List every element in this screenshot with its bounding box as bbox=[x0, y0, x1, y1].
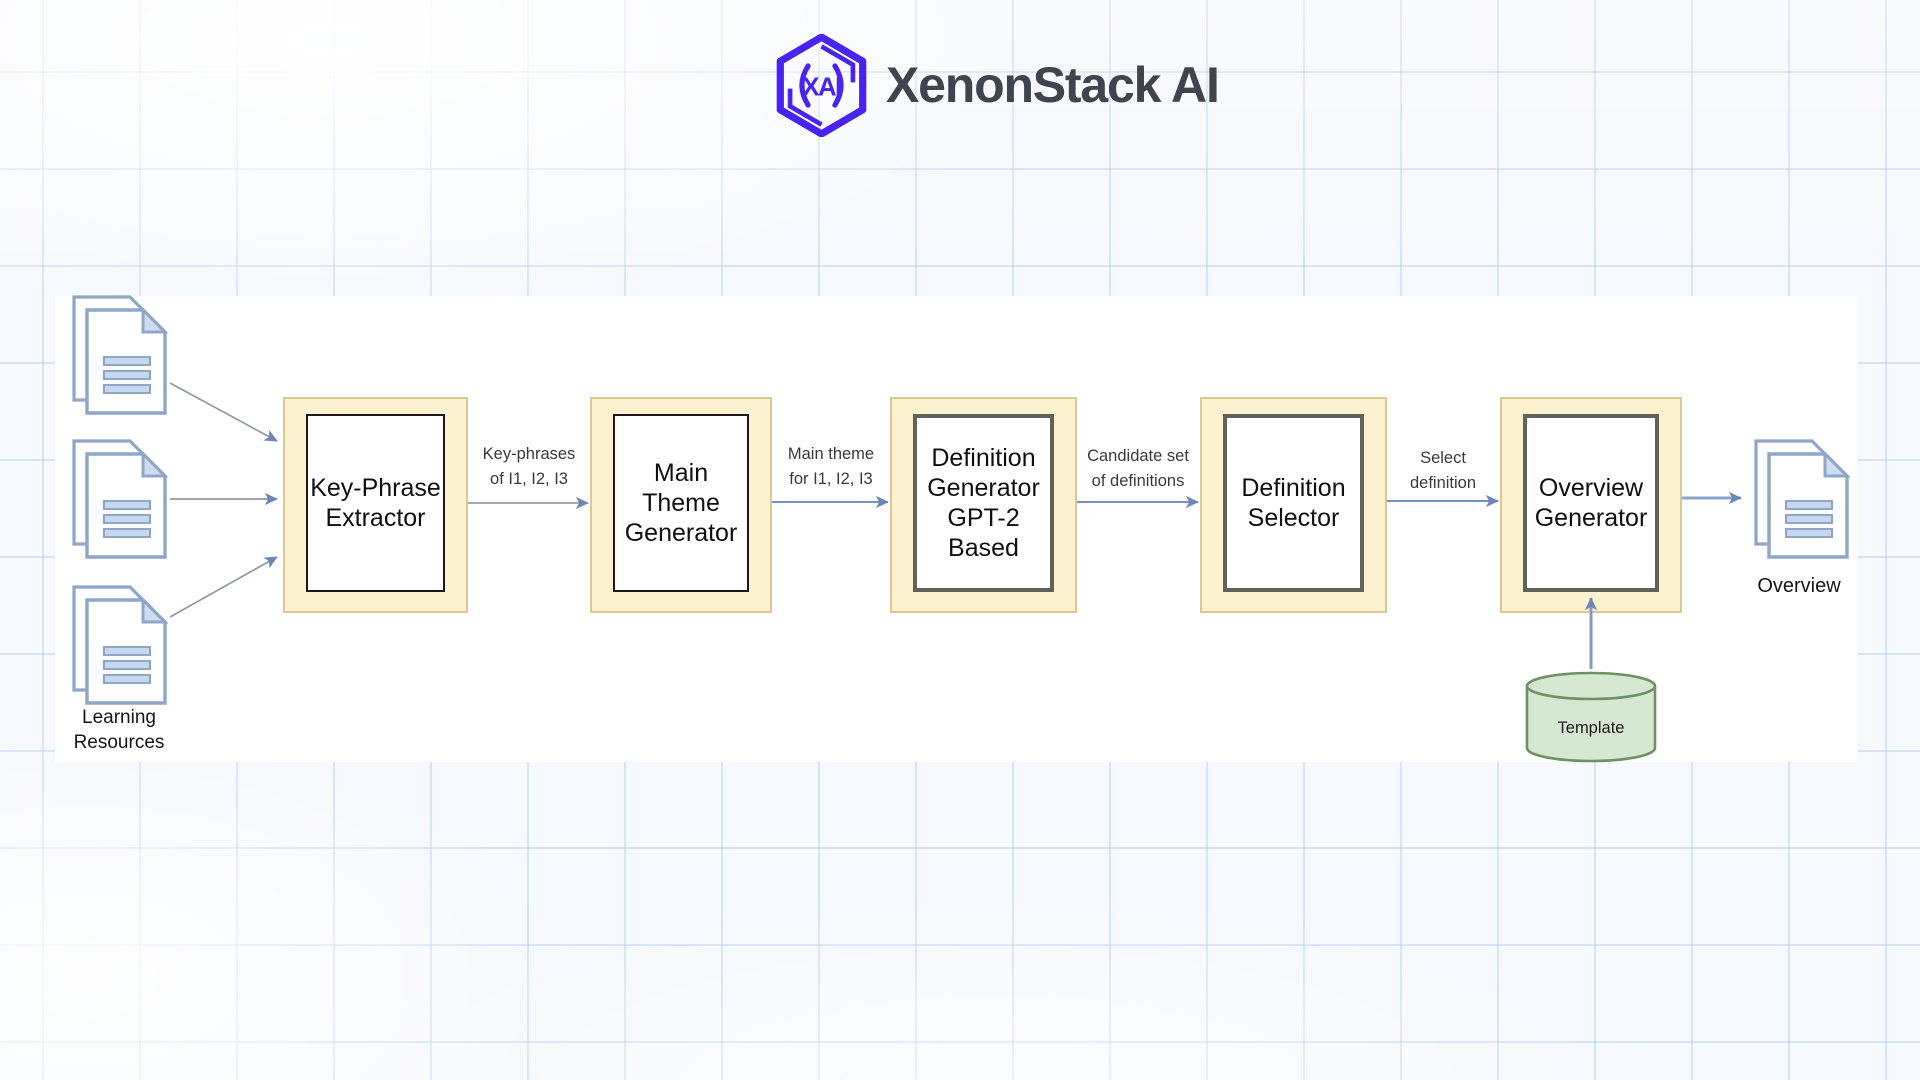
xenonstack-hexagon-icon: XAI bbox=[776, 33, 867, 137]
node-label-line: Extractor bbox=[325, 504, 426, 532]
template-label: Template bbox=[1558, 719, 1625, 737]
node-definition-selector: Definition Selector bbox=[1200, 397, 1387, 613]
edge-label-line: Main theme bbox=[787, 445, 875, 463]
node-label-line: Generator bbox=[624, 519, 738, 547]
node-definition-generator-body: Definition Generator GPT-2 Based bbox=[913, 414, 1054, 592]
database-cylinder-icon: Template bbox=[1525, 671, 1657, 763]
document-stack-icon bbox=[72, 295, 169, 415]
node-overview-generator: Overview Generator bbox=[1500, 397, 1682, 613]
edge-label-line: of definitions bbox=[1091, 472, 1185, 490]
edge-label-candidate-set: Candidate set of definitions bbox=[1053, 444, 1223, 494]
node-label-line: Key-Phrase bbox=[310, 474, 441, 502]
edge-label-line: Select bbox=[1420, 449, 1466, 467]
edge-label-key-phrases: Key-phrases of I1, I2, I3 bbox=[444, 442, 614, 492]
edge-label-line: Key-phrases bbox=[482, 445, 576, 463]
node-key-phrase-extractor-body: Key-Phrase Extractor bbox=[306, 414, 445, 592]
node-label-line: Selector bbox=[1247, 504, 1340, 532]
node-main-theme-generator-body: Main Theme Generator bbox=[613, 414, 749, 592]
node-label-line: Definition bbox=[931, 444, 1036, 472]
node-label-line: Definition bbox=[1241, 474, 1346, 502]
edge-label-main-theme: Main theme for I1, I2, I3 bbox=[746, 442, 916, 492]
node-main-theme-generator: Main Theme Generator bbox=[590, 397, 772, 613]
document-stack-icon bbox=[72, 585, 169, 705]
overview-document-icon bbox=[1754, 439, 1851, 559]
node-overview-generator-body: Overview Generator bbox=[1523, 414, 1659, 592]
overview-label: Overview bbox=[1757, 575, 1841, 597]
logo-monogram: XAI bbox=[802, 73, 841, 101]
document-stack-icon bbox=[72, 439, 169, 559]
edge-label-line: definition bbox=[1409, 474, 1477, 492]
node-definition-generator: Definition Generator GPT-2 Based bbox=[890, 397, 1077, 613]
learning-resources-label: Learning Resources bbox=[34, 705, 204, 755]
node-label-line: Main Theme bbox=[642, 459, 720, 517]
edge-label-line: Candidate set bbox=[1087, 447, 1189, 465]
node-definition-selector-body: Definition Selector bbox=[1223, 414, 1364, 592]
logo: XAI bbox=[770, 33, 873, 137]
node-label-line: Based bbox=[948, 534, 1019, 562]
node-label-line: Generator bbox=[927, 474, 1040, 502]
node-label-line: GPT-2 bbox=[947, 504, 1020, 532]
learning-resources-label-line: Resources bbox=[73, 732, 165, 753]
brand-title: XenonStack AI bbox=[886, 57, 1220, 113]
node-key-phrase-extractor: Key-Phrase Extractor bbox=[283, 397, 468, 613]
node-label-line: Generator bbox=[1534, 504, 1648, 532]
node-label-line: Overview bbox=[1538, 474, 1644, 502]
edge-label-line: for I1, I2, I3 bbox=[789, 470, 873, 488]
edge-label-line: of I1, I2, I3 bbox=[490, 470, 568, 488]
edge-label-select-definition: Select definition bbox=[1358, 446, 1528, 496]
learning-resources-label-line: Learning bbox=[82, 707, 156, 728]
